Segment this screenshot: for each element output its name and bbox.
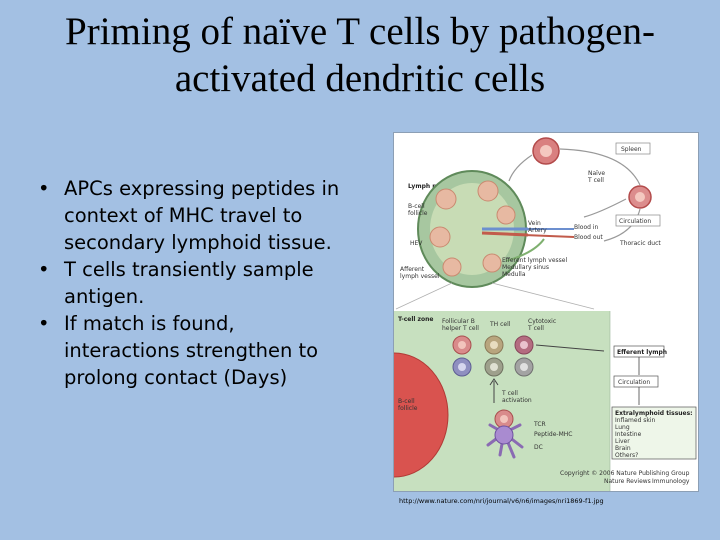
circulation-label-box (615, 214, 661, 227)
bullet-list: • APCs expressing peptides in context of… (38, 175, 388, 391)
bullet-line: secondary lymphoid tissue. (64, 231, 332, 254)
bullet-glyph: • (38, 177, 50, 200)
extralymphoid-box (611, 406, 697, 460)
bullet-glyph: • (38, 258, 50, 281)
extralymphoid-item: Intestine (615, 431, 642, 438)
lymph-node-label: Lymph node (408, 183, 449, 190)
medulla-label: Medulla (502, 271, 526, 278)
artery-line (523, 234, 575, 238)
bullet-item-match: • If match is found, interactions streng… (38, 310, 388, 391)
cytotoxic-label-1: Cytotoxic (528, 318, 556, 325)
dc-label: DC (534, 444, 543, 451)
title-line-1: Priming of naïve T cells by pathogen- (65, 10, 655, 53)
copyright-line-1: Copyright © 2006 Nature Publishing Group (560, 470, 690, 477)
bullet-item-t-cells: • T cells transiently sample antigen. (38, 256, 388, 310)
spleen-cell-icon (532, 137, 560, 165)
zoom-lines (395, 282, 595, 310)
b-cell-follicle-icon (394, 352, 449, 478)
dendritic-cell-icon (486, 423, 524, 459)
b-cell-follicle-label-1: B-cell (398, 398, 415, 405)
copyright-subject: Immunology (652, 478, 690, 485)
bullet-line: If match is found, (64, 312, 235, 335)
naive-label-1: Naïve (588, 170, 605, 177)
bullet-line: interactions strengthen to (64, 339, 319, 362)
extralymphoid-title: Extralymphoid tissues: (615, 410, 693, 417)
bullet-line: context of MHC travel to (64, 204, 303, 227)
bottom-panel: T-cell zone B-cell follicle Follicular B… (394, 311, 697, 491)
t-cell-zone-label: T-cell zone (398, 316, 433, 323)
activated-t-cells-row-2 (452, 357, 534, 377)
activation-arrow (489, 378, 499, 403)
top-panel: Spleen Naïve T cell Circulation Thoracic… (395, 137, 661, 310)
hev-label: HEV (410, 240, 423, 247)
th-cell-label: TH cell (489, 321, 511, 328)
naive-t-cell-icon (628, 185, 652, 209)
naive-label-2: T cell (587, 177, 604, 184)
t-cell-priming-figure: Spleen Naïve T cell Circulation Thoracic… (394, 133, 698, 491)
spleen-label: Spleen (621, 146, 642, 153)
efferent-lymph-vessel-label: Efferent lymph vessel (502, 257, 567, 264)
circulation-label-bottom: Circulation (618, 379, 650, 386)
naive-t-cell-icon (494, 409, 514, 429)
medullary-sinus-label: Medullary sinus (502, 264, 549, 271)
bullet-glyph: • (38, 312, 50, 335)
efferent-vessel-line (505, 238, 545, 262)
follicular-b-helper-label-2: helper T cell (442, 325, 479, 332)
to-efferent-arrow (535, 344, 605, 352)
extralymphoid-item: Others? (615, 452, 638, 459)
extralymphoid-item: Brain (615, 445, 631, 452)
circulation-arrow (508, 154, 533, 182)
bullet-line: antigen. (64, 285, 145, 308)
b-cell-follicle-label-1: B-cell (408, 203, 425, 210)
figure-source-url: http://www.nature.com/nri/journal/v6/n6/… (399, 497, 604, 505)
b-cell-follicle-label-2: follicle (398, 405, 418, 412)
circulation-box (613, 375, 659, 388)
b-cell-follicle-label-2: follicle (408, 210, 428, 217)
figure-svg: Spleen Naïve T cell Circulation Thoracic… (394, 137, 697, 491)
efferent-lymph-label: Efferent lymph (617, 349, 667, 356)
blood-out-label: Blood out (574, 234, 603, 241)
blood-in-label: Blood in (574, 224, 599, 231)
circulation-arrow (583, 198, 627, 218)
afferent-label-2: lymph vessel (400, 273, 440, 280)
t-cell-activation-label-1: T cell (501, 390, 518, 397)
copyright-journal: Nature Reviews (604, 478, 651, 485)
extralymphoid-item: Liver (615, 438, 630, 445)
circulation-arrow (559, 148, 641, 186)
circulation-label: Circulation (619, 218, 651, 225)
t-cell-activation-label-2: activation (502, 397, 532, 404)
bullet-item-apcs: • APCs expressing peptides in context of… (38, 175, 388, 256)
vein-label: Vein (528, 220, 541, 227)
cytotoxic-label-2: T cell (527, 325, 544, 332)
bullet-line: APCs expressing peptides in (64, 177, 340, 200)
extralymphoid-item: Lung (615, 424, 630, 431)
follicular-b-helper-label-1: Follicular B (442, 318, 475, 325)
extralymphoid-item: Inflamed skin (615, 417, 656, 424)
slide-title: Priming of naïve T cells by pathogen- ac… (20, 8, 700, 102)
tcr-label: TCR (533, 421, 546, 428)
peptide-mhc-label: Peptide-MHC (534, 431, 572, 438)
activated-t-cells-row-1 (452, 335, 534, 355)
artery-label: Artery (528, 227, 547, 234)
thoracic-duct-label: Thoracic duct (619, 240, 661, 247)
circulation-arrow (603, 208, 641, 242)
spleen-label-box (615, 142, 651, 155)
afferent-label-1: Afferent (400, 266, 425, 273)
bullet-line: T cells transiently sample (64, 258, 314, 281)
bullet-line: prolong contact (Days) (64, 366, 288, 389)
title-line-2: activated dendritic cells (174, 57, 546, 100)
